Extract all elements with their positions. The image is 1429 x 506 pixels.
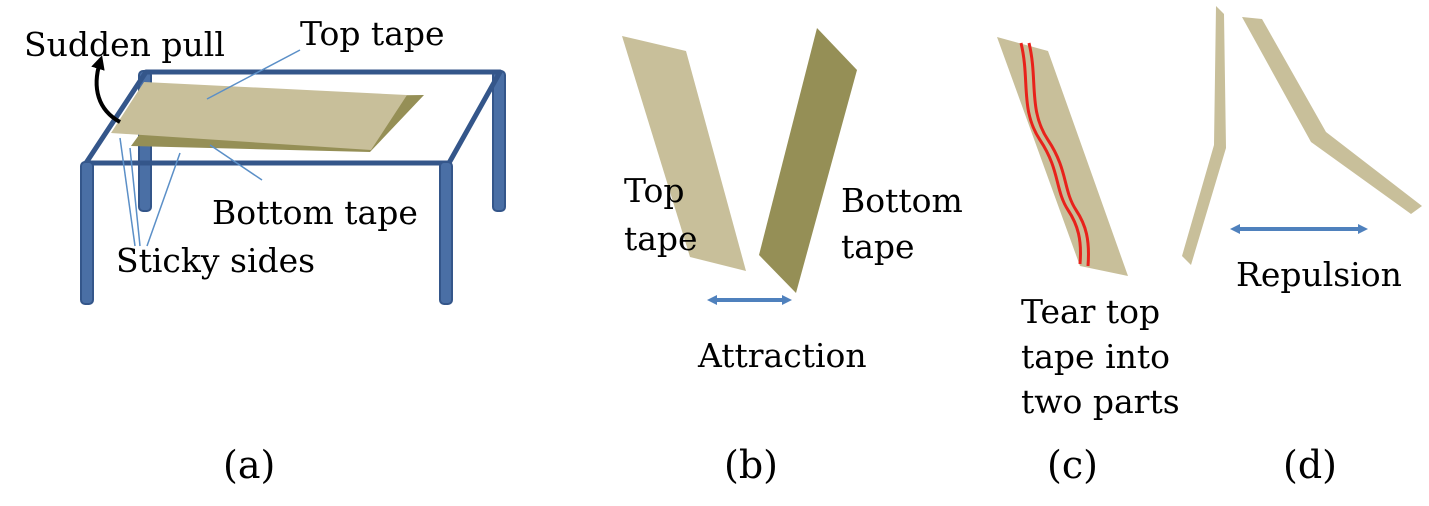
tear-line-left <box>1019 42 1082 265</box>
bottom-tape-strip <box>759 28 857 293</box>
bottom-tape-label: Bottom tape <box>212 193 418 232</box>
table-front-left-leg <box>80 161 94 305</box>
tear-line-right <box>1027 42 1090 267</box>
bottom-tape-leader <box>209 144 263 181</box>
torn-tape-strip <box>997 37 1128 276</box>
top-tape-shape <box>111 82 407 150</box>
tear-label-line3: two parts <box>1021 382 1180 421</box>
caption-d: (d) <box>1283 443 1337 487</box>
sticky-sides-label: Sticky sides <box>116 241 315 280</box>
top-tape-label-line1: Top <box>624 171 684 210</box>
table-front-right-leg <box>439 161 453 305</box>
panel-b: Top tape Bottom tape Attraction (b) <box>622 28 963 487</box>
top-tape-label: Top tape <box>300 14 445 53</box>
caption-b: (b) <box>724 443 778 487</box>
tear-label-line1: Tear top <box>1021 292 1160 331</box>
top-tape-label-line2: tape <box>624 219 698 258</box>
caption-c: (c) <box>1047 443 1098 487</box>
tear-label-line2: tape into <box>1021 337 1170 376</box>
sudden-pull-label: Sudden pull <box>24 25 225 64</box>
bottom-tape-label-line1: Bottom <box>841 181 963 220</box>
attraction-label: Attraction <box>697 336 867 375</box>
bottom-tape-label-line2: tape <box>841 227 915 266</box>
sticky-leader-2 <box>129 147 141 247</box>
top-tape-leader <box>206 49 301 100</box>
panel-c: Tear top tape into two parts (c) <box>997 37 1180 487</box>
sticky-leader-1 <box>119 137 136 247</box>
sticky-leader-3 <box>146 152 181 247</box>
top-tape-strip <box>622 36 746 271</box>
table-back-right-leg <box>492 70 506 212</box>
right-tape-fragment <box>1242 17 1422 214</box>
caption-a: (a) <box>223 443 275 487</box>
panel-d: Repulsion (d) <box>1182 6 1422 487</box>
left-tape-fragment <box>1182 6 1226 265</box>
repulsion-label: Repulsion <box>1236 255 1402 294</box>
panel-a: Sudden pull Top tape Bottom tape Sticky … <box>24 14 506 487</box>
sudden-pull-arrow <box>91 55 122 124</box>
